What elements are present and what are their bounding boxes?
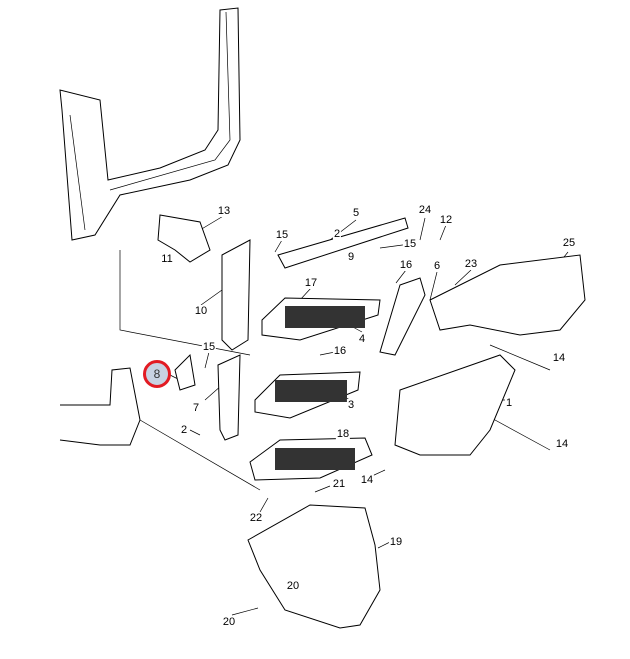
callout-15[interactable]: 15: [274, 229, 290, 241]
callout-3[interactable]: 3: [346, 399, 356, 411]
part-3-tread: [275, 380, 347, 402]
part-19: [247, 504, 381, 629]
callout-13[interactable]: 13: [216, 205, 232, 217]
part-4-tread: [285, 306, 365, 328]
part-7: [217, 354, 241, 441]
callout-14[interactable]: 14: [554, 438, 570, 450]
callout-15[interactable]: 15: [402, 238, 418, 250]
callout-23[interactable]: 23: [463, 258, 479, 270]
callout-8-highlighted[interactable]: 8: [143, 360, 171, 388]
callout-2[interactable]: 2: [332, 228, 342, 240]
callout-19[interactable]: 19: [388, 536, 404, 548]
part-6: [379, 277, 426, 356]
callout-6[interactable]: 6: [432, 260, 442, 272]
callout-9[interactable]: 9: [346, 251, 356, 263]
callout-16[interactable]: 16: [398, 259, 414, 271]
part-1: [394, 354, 516, 456]
callout-12[interactable]: 12: [438, 214, 454, 226]
callout-2[interactable]: 2: [179, 424, 189, 436]
callout-15[interactable]: 15: [201, 341, 217, 353]
part-25: [429, 254, 586, 336]
callout-21[interactable]: 21: [331, 478, 347, 490]
callout-4[interactable]: 4: [357, 333, 367, 345]
callout-20[interactable]: 20: [221, 616, 237, 628]
body-bracket: [59, 367, 141, 446]
body-pillar: [59, 7, 241, 241]
callout-24[interactable]: 24: [417, 204, 433, 216]
part-5: [277, 217, 409, 269]
callout-16[interactable]: 16: [332, 345, 348, 357]
part-8: [174, 353, 196, 391]
callout-10[interactable]: 10: [193, 305, 209, 317]
callout-20[interactable]: 20: [285, 580, 301, 592]
callout-22[interactable]: 22: [248, 512, 264, 524]
callout-7[interactable]: 7: [191, 402, 201, 414]
callout-25[interactable]: 25: [561, 237, 577, 249]
callout-14[interactable]: 14: [359, 474, 375, 486]
callout-1[interactable]: 1: [504, 397, 514, 409]
callout-17[interactable]: 17: [303, 277, 319, 289]
callout-5[interactable]: 5: [351, 207, 361, 219]
callout-14[interactable]: 14: [551, 352, 567, 364]
part-10: [221, 239, 251, 351]
part-18-tread: [275, 448, 355, 470]
part-11-13: [157, 214, 211, 263]
callout-11[interactable]: 11: [160, 253, 174, 265]
callout-18[interactable]: 18: [335, 428, 351, 440]
